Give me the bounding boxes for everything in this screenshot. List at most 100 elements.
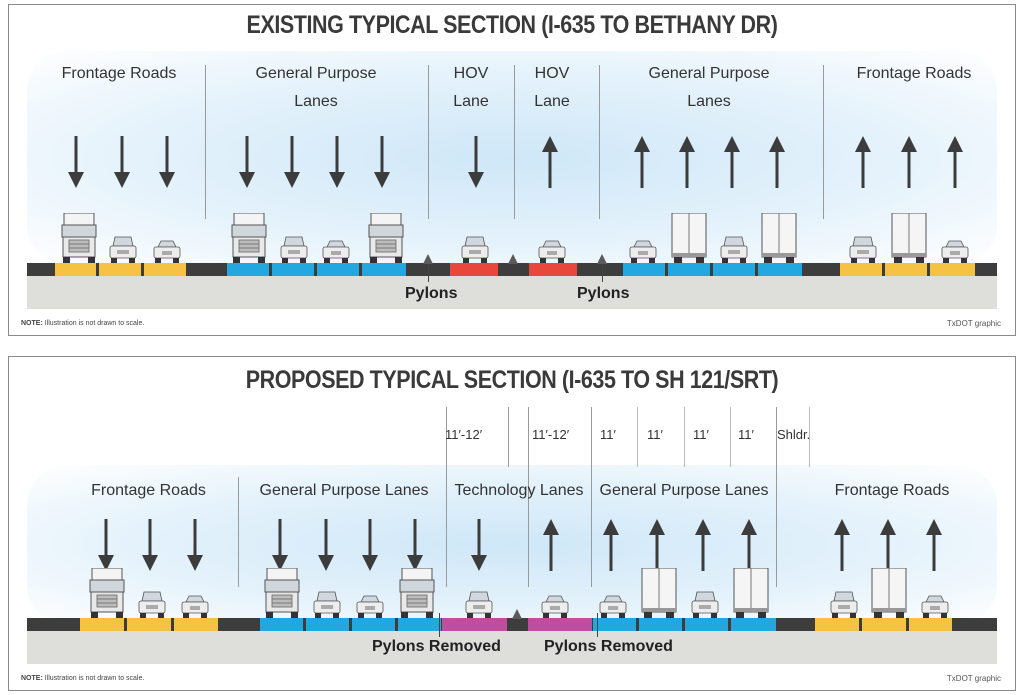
general-purpose-lane-marker	[227, 263, 269, 276]
up-arrow-icon	[945, 136, 965, 193]
frontage-lane-marker	[174, 618, 218, 631]
pylons-right-label: Pylons	[577, 285, 630, 302]
section-divider	[823, 65, 824, 219]
truck-icon	[230, 212, 268, 268]
up-arrow-icon	[632, 136, 652, 193]
truck-icon	[88, 567, 126, 623]
down-arrow-icon	[469, 519, 489, 576]
existing-title: EXISTING TYPICAL SECTION (I-635 TO BETHA…	[246, 11, 778, 39]
suv-icon	[279, 235, 309, 268]
up-arrow-icon	[647, 519, 667, 576]
car-icon	[180, 594, 210, 623]
general-purpose-lane-marker	[731, 618, 776, 631]
section-divider	[528, 407, 529, 587]
truck-icon	[761, 212, 797, 268]
general-purpose-lane-marker	[593, 618, 636, 631]
car-icon	[321, 239, 351, 268]
dimension-tick	[637, 407, 638, 467]
general-purpose-lane-marker	[668, 263, 710, 276]
truck-icon	[671, 212, 707, 268]
truck-icon	[733, 567, 769, 623]
down-arrow-icon	[237, 136, 257, 193]
down-arrow-icon	[140, 519, 160, 576]
pylon-icon	[597, 254, 607, 264]
up-arrow-icon	[767, 136, 787, 193]
dimension-tech-right: 11′-12′	[532, 427, 570, 442]
down-arrow-icon	[466, 136, 486, 193]
down-arrow-icon	[112, 136, 132, 193]
frontage-lane-marker	[80, 618, 124, 631]
general-purpose-lane-marker	[639, 618, 682, 631]
up-arrow-icon	[722, 136, 742, 193]
hov-lane-marker	[529, 263, 577, 276]
frontage-roads-right-label: Frontage Roads	[834, 482, 950, 499]
suv-icon	[108, 235, 138, 268]
suv-icon	[719, 235, 749, 268]
up-arrow-icon	[541, 519, 561, 576]
frontage-lane-marker	[930, 263, 975, 276]
dimension-gp-2: 11′	[647, 427, 663, 442]
section-divider	[591, 407, 592, 587]
frontage-roads-right-label: Frontage Roads	[856, 65, 972, 82]
down-arrow-icon	[316, 519, 336, 576]
frontage-roads-left-label: Frontage Roads	[91, 482, 206, 499]
pylon-leader-line	[428, 264, 429, 282]
pylon-icon	[423, 254, 433, 264]
proposed-section-panel: PROPOSED TYPICAL SECTION (I-635 TO SH 12…	[8, 356, 1016, 691]
general-purpose-lane-marker	[352, 618, 395, 631]
truck-icon	[871, 567, 907, 623]
pylon-leader-line	[597, 613, 598, 637]
general-purpose-lane-marker	[272, 263, 314, 276]
frontage-lane-marker	[144, 263, 186, 276]
general-purpose-lane-marker	[685, 618, 728, 631]
frontage-lane-marker	[99, 263, 141, 276]
frontage-lane-marker	[862, 618, 906, 631]
down-arrow-icon	[157, 136, 177, 193]
down-arrow-icon	[282, 136, 302, 193]
up-arrow-icon	[853, 136, 873, 193]
car-icon	[628, 239, 658, 268]
general-purpose-lane-marker	[260, 618, 303, 631]
barrier-icon	[508, 254, 518, 264]
txdot-credit: TxDOT graphic	[946, 674, 1001, 683]
general-purpose-lane-marker	[317, 263, 359, 276]
technology-lane-marker	[442, 618, 507, 631]
dimension-shoulder: Shldr.	[777, 427, 811, 442]
ground-strip	[27, 276, 997, 309]
dimension-gp-3: 11′	[693, 427, 709, 442]
down-arrow-icon	[372, 136, 392, 193]
truck-icon	[891, 212, 927, 268]
general-purpose-lane-marker	[362, 263, 406, 276]
section-divider	[508, 407, 509, 467]
up-arrow-icon	[739, 519, 759, 576]
suv-icon	[137, 590, 167, 623]
general-purpose-lane-marker	[713, 263, 755, 276]
section-divider	[238, 477, 239, 587]
down-arrow-icon	[360, 519, 380, 576]
txdot-credit: TxDOT graphic	[946, 319, 1001, 328]
car-icon	[940, 239, 970, 268]
suv-icon	[690, 590, 720, 623]
suv-icon	[829, 590, 859, 623]
frontage-lane-marker	[55, 263, 96, 276]
section-divider	[514, 65, 515, 219]
hov-lane-marker	[450, 263, 498, 276]
up-arrow-icon	[878, 519, 898, 576]
technology-lane-marker	[528, 618, 592, 631]
frontage-roads-left-label: Frontage Roads	[61, 65, 177, 82]
section-divider	[599, 65, 600, 219]
pylons-removed-left-label: Pylons Removed	[372, 638, 501, 655]
section-divider	[446, 407, 447, 587]
car-icon	[152, 239, 182, 268]
car-icon	[537, 239, 567, 268]
proposed-title: PROPOSED TYPICAL SECTION (I-635 TO SH 12…	[245, 366, 779, 394]
existing-section-panel: EXISTING TYPICAL SECTION (I-635 TO BETHA…	[8, 4, 1016, 336]
up-arrow-icon	[677, 136, 697, 193]
up-arrow-icon	[832, 519, 852, 576]
dimension-gp-4: 11′	[738, 427, 754, 442]
frontage-lane-marker	[885, 263, 927, 276]
frontage-lane-marker	[909, 618, 952, 631]
